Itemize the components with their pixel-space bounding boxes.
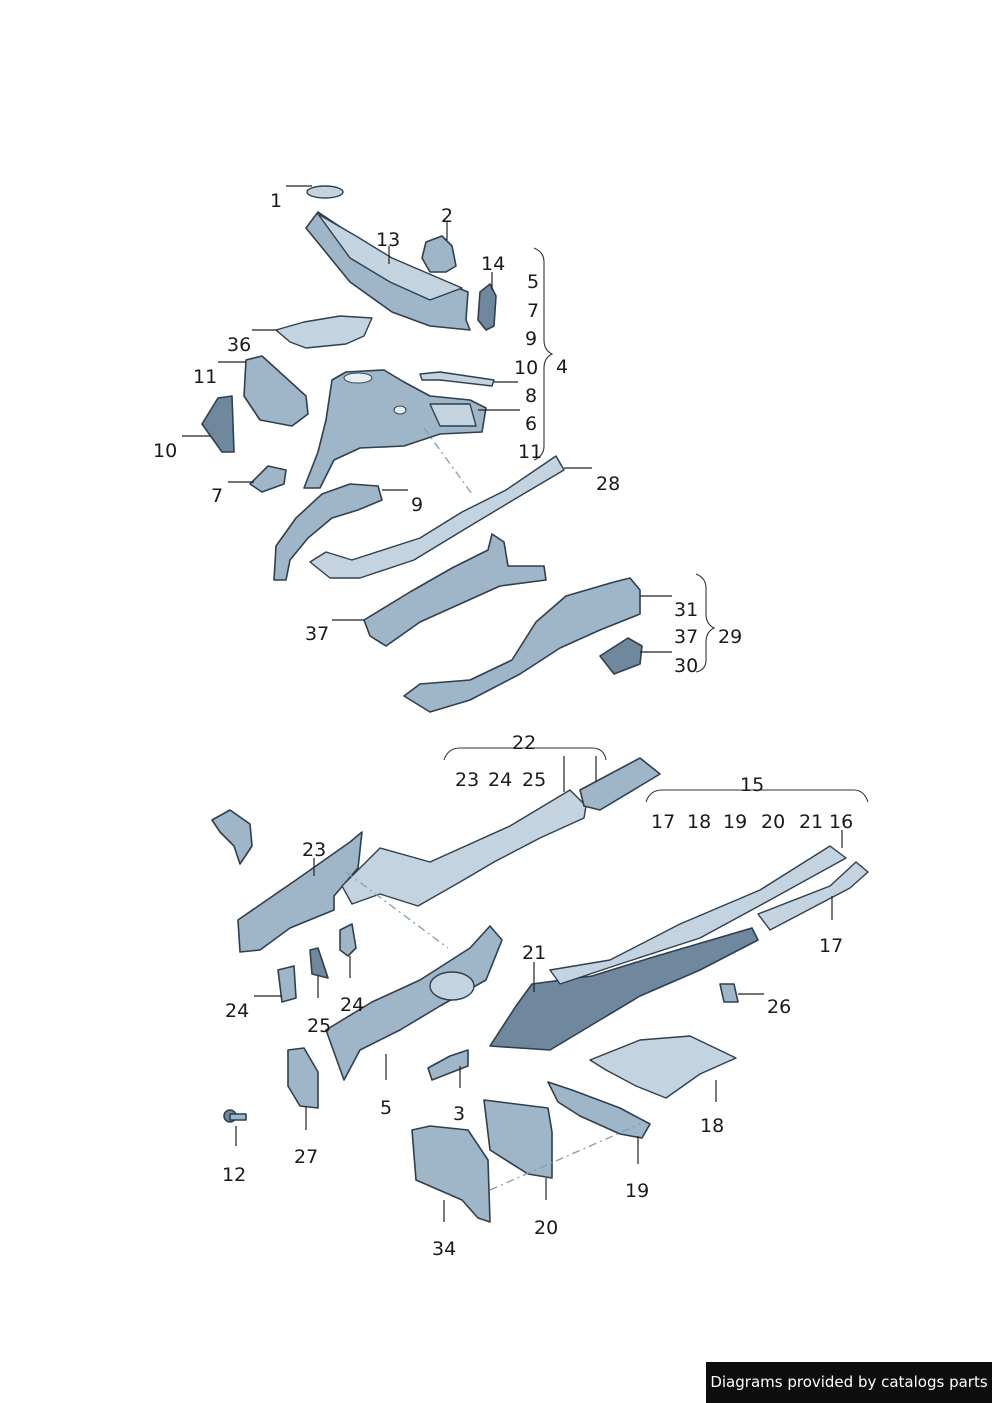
part-12-bolt [223,1109,247,1123]
callout-3: 3 [453,1103,465,1125]
callout-18: 18 [700,1115,724,1137]
part-22-member [341,789,587,907]
part-30-bracket [599,637,643,675]
callout-5: 5 [380,1097,392,1119]
callout-15: 15 [740,774,764,796]
part-11-panel [243,355,309,427]
brace-15 [645,789,869,803]
part-31-rail [403,577,641,713]
part-37-rail [363,533,547,647]
callout-36: 36 [227,334,251,356]
callout-10: 10 [153,440,177,462]
callout-25: 25 [522,769,546,791]
part-28-rail [309,455,565,579]
callout-34: 34 [432,1238,456,1260]
callout-23: 23 [455,769,479,791]
callout-30: 30 [674,655,698,677]
part-small-bracket-top [211,809,253,865]
callout-27: 27 [294,1146,318,1168]
part-21-floor-panel [489,927,759,1051]
callout-7: 7 [211,485,223,507]
part-7-bracket [249,465,287,493]
callout-20: 20 [761,811,785,833]
catalog-credit-banner: Diagrams provided by catalogs parts [706,1362,992,1403]
callout-25: 25 [307,1015,331,1037]
callout-24: 24 [340,994,364,1016]
callout-22: 22 [512,732,536,754]
callout-8: 8 [525,385,537,407]
callout-21: 21 [799,811,823,833]
callout-14: 14 [481,253,505,275]
part-24-clip-b [277,965,297,1003]
part-20-panel [483,1099,553,1179]
braces [443,247,869,803]
part-14-bracket [477,283,497,331]
callout-28: 28 [596,473,620,495]
part-22-end-plate [579,757,661,811]
callout-numbers: 1 2 13 14 5 7 9 10 8 6 11 4 36 11 10 7 9… [153,190,853,1260]
part-16-sill [549,845,847,985]
callout-26: 26 [767,996,791,1018]
callout-20: 20 [534,1217,558,1239]
callout-19: 19 [723,811,747,833]
part-1-ring [306,185,344,199]
callout-12: 12 [222,1164,246,1186]
callout-24: 24 [488,769,512,791]
part-36-panel [275,315,373,349]
brace-4 [533,247,554,461]
callout-17: 17 [651,811,675,833]
callout-13: 13 [376,229,400,251]
part-27-bracket [287,1047,319,1109]
callout-18: 18 [687,811,711,833]
callout-31: 31 [674,599,698,621]
callout-37: 37 [674,626,698,648]
part-2-cap [421,235,457,273]
callout-5: 5 [527,271,539,293]
callout-37: 37 [305,623,329,645]
callout-7: 7 [527,300,539,322]
callout-11: 11 [518,441,542,463]
callout-10: 10 [514,357,538,379]
part-8-strut-tower [303,369,487,489]
lower-assembly [211,757,869,1223]
part-9-wheel-arch [273,483,383,581]
callout-23: 23 [302,839,326,861]
callout-4: 4 [556,356,568,378]
callout-21: 21 [522,942,546,964]
part-18-panel [589,1035,737,1099]
callout-16: 16 [829,811,853,833]
callout-11: 11 [193,366,217,388]
part-23-reinforcement [237,831,363,953]
brace-22 [443,747,607,761]
part-3-bracket [427,1049,469,1081]
part-26-clip [719,983,739,1003]
part-25-bracket [309,947,329,979]
callout-6: 6 [525,413,537,435]
part-5-sill [325,925,503,1081]
part-10-strip [419,371,495,387]
callout-24: 24 [225,1000,249,1022]
leader-lines [182,185,843,1222]
part-10-bracket [201,395,235,453]
callout-19: 19 [625,1180,649,1202]
part-17-strip [757,861,869,931]
callout-9: 9 [411,494,423,516]
brace-29 [695,573,716,673]
upper-assembly [201,185,643,713]
part-34-panel [411,1125,491,1223]
callout-1: 1 [270,190,282,212]
callout-29: 29 [718,626,742,648]
callout-9: 9 [525,328,537,350]
callout-2: 2 [441,205,453,227]
part-19-bracket [547,1081,651,1139]
callout-17: 17 [819,935,843,957]
part-24-clip-a [339,923,357,957]
